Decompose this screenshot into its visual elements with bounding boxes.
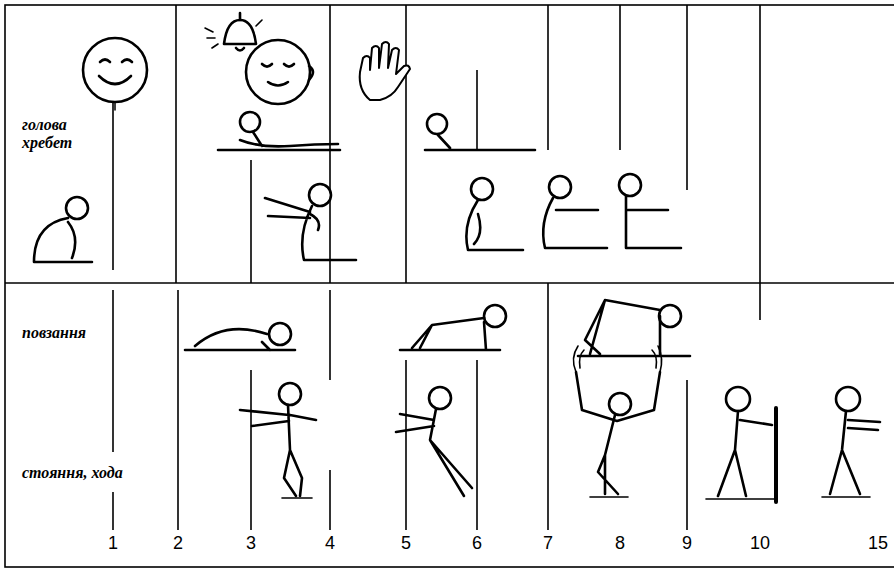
age-line — [547, 5, 549, 150]
holding-standing-baby — [573, 346, 661, 497]
sitting-baby — [543, 176, 607, 248]
age-number: 1 — [108, 534, 118, 552]
age-number: 6 — [472, 534, 482, 552]
age-number: 2 — [173, 534, 183, 552]
age-number: 10 — [750, 534, 770, 552]
age-line — [405, 5, 407, 283]
row-label: голова хребет — [22, 116, 94, 151]
age-number: 5 — [401, 534, 411, 552]
crawling-baby — [578, 300, 690, 356]
listening-face — [246, 40, 313, 104]
grid-lines — [5, 5, 894, 567]
axis-number-wrap: 15 — [868, 534, 888, 552]
age-line — [759, 283, 761, 320]
age-line — [175, 5, 177, 283]
axis-number-wrap: 8 — [615, 534, 625, 552]
prone-baby — [425, 114, 535, 150]
wall-standing-baby — [706, 387, 776, 502]
smiling-face — [83, 38, 147, 110]
supported-standing-baby — [396, 387, 472, 496]
row-label-wrap: голова хребет — [22, 116, 94, 151]
age-number: 15 — [868, 534, 888, 552]
curled-baby — [34, 197, 92, 262]
prone-baby — [218, 112, 340, 150]
row-label: повзання — [22, 324, 122, 342]
row-label: стояння, хода — [22, 464, 172, 482]
age-number: 4 — [325, 534, 335, 552]
axis-number-wrap: 2 — [173, 534, 183, 552]
age-line — [112, 492, 114, 530]
age-line — [329, 470, 331, 530]
hand-icon — [360, 42, 410, 100]
figures — [34, 13, 880, 502]
axis-number-wrap: 1 — [108, 534, 118, 552]
age-line — [619, 5, 621, 150]
age-line — [112, 102, 114, 270]
crawling-baby — [185, 323, 295, 350]
pulled-sitting-baby — [265, 184, 356, 260]
age-line — [112, 290, 114, 452]
age-number: 7 — [543, 534, 553, 552]
age-line — [250, 370, 252, 530]
axis-number-wrap: 4 — [325, 534, 335, 552]
axis-number-wrap: 6 — [472, 534, 482, 552]
age-line — [476, 360, 478, 530]
age-line — [250, 160, 252, 283]
age-number: 8 — [615, 534, 625, 552]
age-line — [686, 5, 688, 190]
axis-number-wrap: 3 — [246, 534, 256, 552]
axis-number-wrap: 7 — [543, 534, 553, 552]
bell-icon — [205, 13, 262, 51]
age-line — [329, 290, 331, 380]
crawling-baby — [400, 305, 506, 350]
row-label-wrap: повзання — [22, 324, 122, 342]
age-line — [686, 380, 688, 530]
axis-number-wrap: 9 — [682, 534, 692, 552]
walking-baby — [822, 387, 880, 497]
age-line — [476, 70, 478, 150]
age-line — [547, 283, 549, 530]
age-number: 9 — [682, 534, 692, 552]
age-line — [177, 290, 179, 530]
axis-number-wrap: 5 — [401, 534, 411, 552]
axis-number-wrap: 10 — [750, 534, 770, 552]
row-label-wrap: стояння, хода — [22, 464, 172, 482]
age-line — [405, 360, 407, 530]
age-line — [759, 5, 761, 283]
age-number: 3 — [246, 534, 256, 552]
frame — [5, 5, 894, 567]
sitting-baby — [466, 178, 523, 250]
supported-standing-baby — [240, 383, 316, 498]
sitting-baby — [619, 174, 681, 248]
